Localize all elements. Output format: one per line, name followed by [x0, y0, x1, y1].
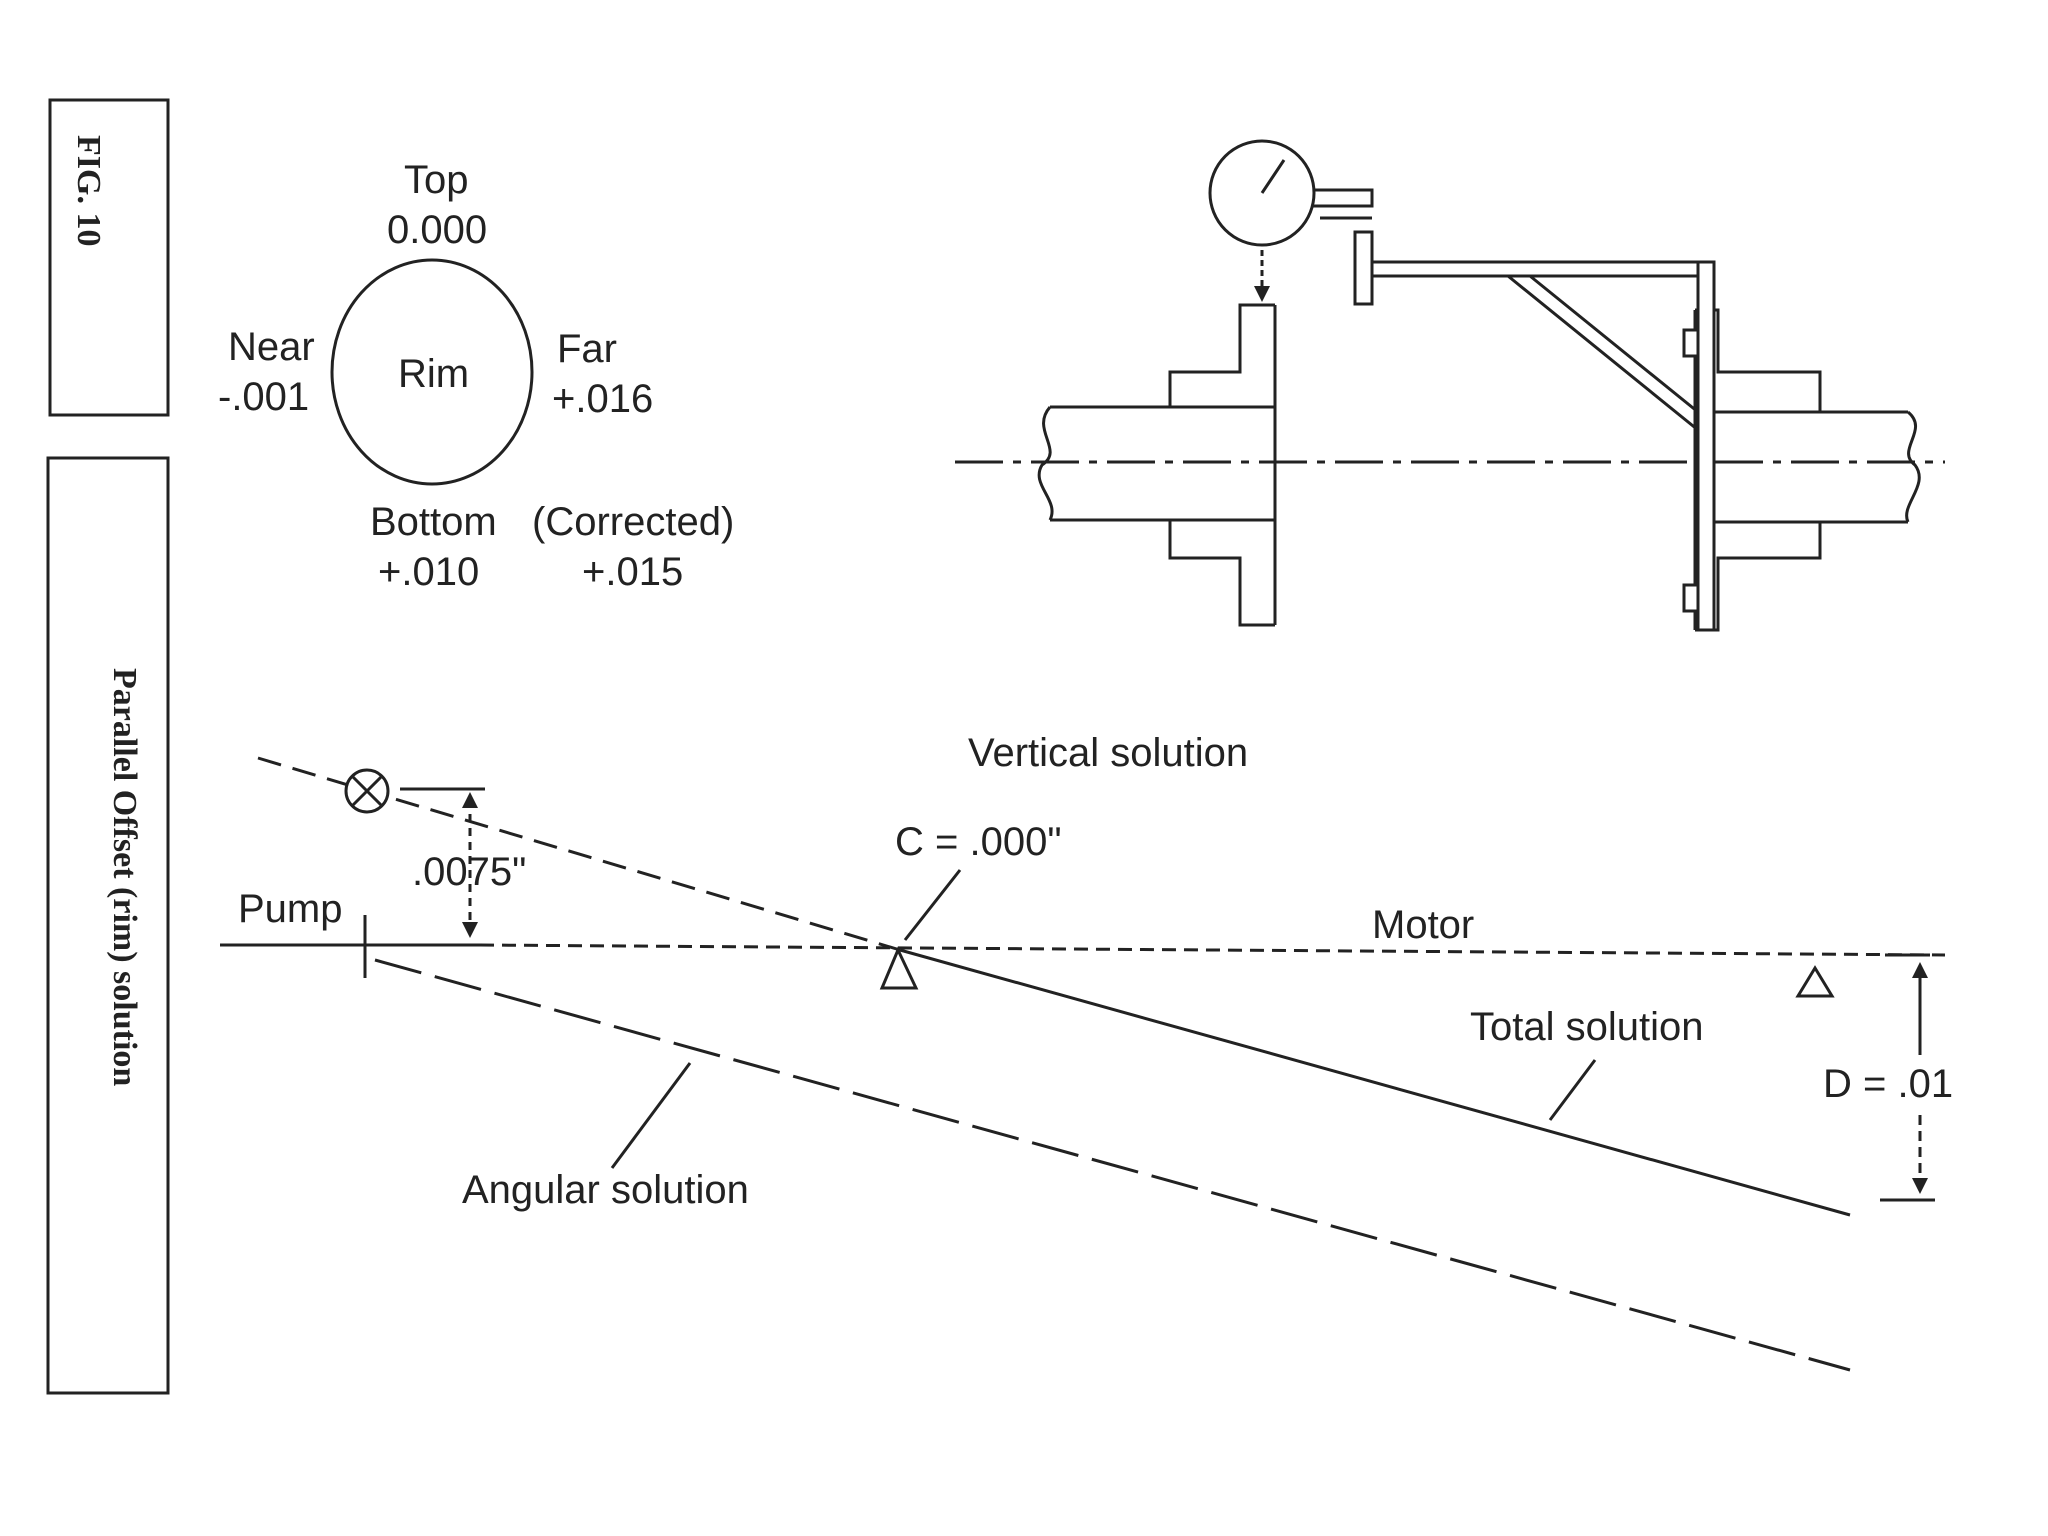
rim-circle: [330, 258, 534, 486]
indicator-post: [1353, 230, 1374, 306]
c-label: C = .000": [895, 820, 1062, 864]
top-label: Top: [404, 158, 469, 202]
bracket-plate: [1696, 260, 1716, 632]
left-hub: [1168, 303, 1275, 627]
motor-fulcrum: [1795, 965, 1835, 998]
c-leader: [903, 869, 962, 941]
indicator-holder: [1308, 188, 1374, 208]
motor-label: Motor: [1372, 903, 1474, 947]
rim-center-label: Rim: [398, 352, 469, 396]
angular-leader: [610, 1062, 692, 1169]
bottom-label: Bottom: [370, 500, 497, 544]
total-leader: [1548, 1059, 1597, 1121]
corrected-value: +.015: [582, 550, 683, 594]
d-label: D = .01: [1823, 1062, 1953, 1106]
near-label: Near: [228, 325, 315, 369]
side-panel: FIG. 10 Parallel Offset (rim) solution: [46, 98, 170, 1395]
left-shaft: [1037, 405, 1275, 522]
solution-diagram: Vertical solution .0075" Pump Motor C = …: [220, 731, 1953, 1372]
d-dimension: [1880, 953, 1935, 1202]
total-solution-label: Total solution: [1470, 1005, 1703, 1049]
pump-fulcrum: [879, 946, 919, 990]
offset-dimension: [400, 787, 485, 938]
caption-text: Parallel Offset (rim) solution: [106, 668, 143, 1086]
bracket-brace-b: [1529, 274, 1699, 414]
diagram-title: Vertical solution: [968, 731, 1248, 775]
far-value: +.016: [552, 377, 653, 421]
pump-label: Pump: [238, 887, 343, 931]
bottom-value: +.010: [378, 550, 479, 594]
near-value: -.001: [218, 375, 309, 419]
offset-value: .0075": [412, 850, 526, 894]
dial-stem-arrow: [1254, 286, 1270, 302]
right-shaft: [1700, 410, 1921, 524]
caption-box: [46, 456, 170, 1395]
far-label: Far: [557, 327, 617, 371]
bracket-bolt-bottom: [1682, 583, 1700, 613]
figure-label-box: [48, 98, 170, 417]
x-marker: [344, 768, 390, 814]
corrected-label: (Corrected): [532, 500, 734, 544]
motor-baseline: [479, 943, 1946, 957]
rim-readings: Rim Top 0.000 Near -.001 Far +.016 Botto…: [218, 158, 734, 594]
angular-solution-line: [374, 958, 1851, 1372]
bracket-brace-a: [1507, 274, 1699, 432]
coupling-drawing: [955, 139, 1945, 632]
total-solution-line: [899, 948, 1851, 1217]
figure-label: FIG. 10: [70, 135, 107, 246]
bracket-bolt-top: [1682, 328, 1700, 358]
dial-needle: [1260, 159, 1286, 194]
angular-solution-label: Angular solution: [462, 1168, 749, 1212]
top-value: 0.000: [387, 208, 487, 252]
